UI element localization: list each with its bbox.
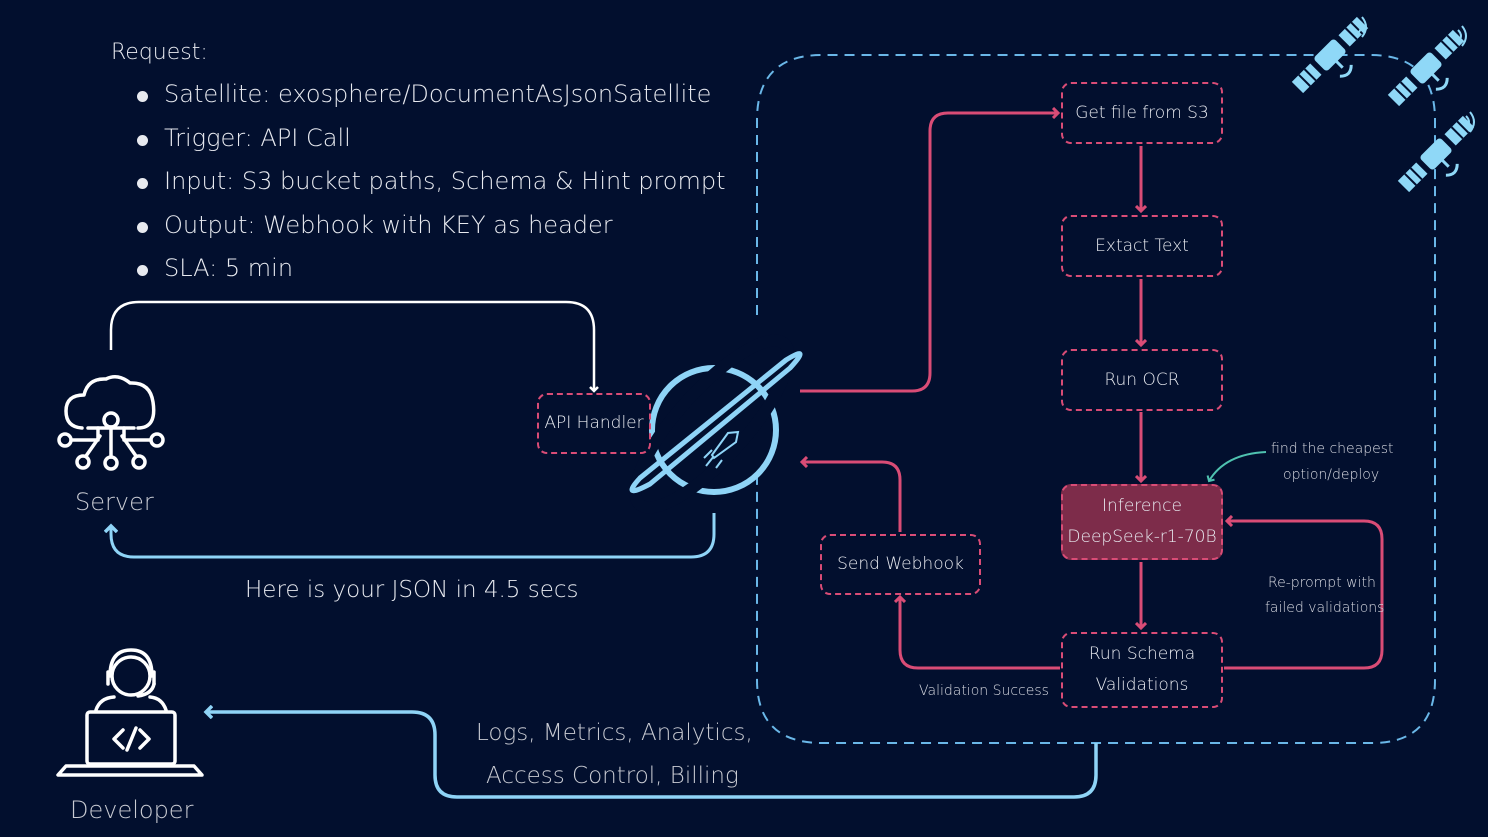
run-ocr-node: Run OCR	[1061, 349, 1223, 411]
request-item-text: Input: S3 bucket paths, Schema & Hint pr…	[164, 167, 726, 195]
inference-label-line1: Inference	[1102, 496, 1182, 516]
request-title: Request:	[111, 40, 208, 65]
request-arrow	[109, 300, 599, 393]
api-handler-node: API Handler	[537, 393, 651, 454]
extract-text-label: Extact Text	[1095, 235, 1189, 256]
run-ocr-label: Run OCR	[1104, 369, 1180, 390]
to-get-file-arrow	[800, 113, 1058, 393]
cloud-network-icon	[57, 375, 165, 471]
cheapest-note-line1: find the cheapest	[1271, 441, 1394, 457]
server-label: Server	[75, 488, 154, 516]
validation-success-arrow	[900, 597, 1060, 670]
satellite-icon	[1291, 16, 1475, 193]
get-file-node: Get file from S3	[1061, 82, 1223, 144]
developer-laptop-icon	[56, 648, 204, 777]
bullet-icon	[137, 178, 148, 189]
webhook-to-logo-arrow	[802, 462, 902, 532]
inference-label-line2: DeepSeek-r1-70B	[1067, 527, 1217, 547]
bullet-icon	[137, 221, 148, 233]
send-webhook-label: Send Webhook	[837, 554, 964, 574]
developer-label: Developer	[70, 796, 194, 824]
cheapest-pointer	[1206, 451, 1267, 483]
cheapest-note-line2: option/deploy	[1283, 467, 1380, 483]
request-item-text: Satellite: exosphere/DocumentAsJsonSatel…	[164, 80, 712, 108]
bullet-icon	[137, 265, 148, 276]
satellite-boundary	[756, 54, 1436, 744]
logs-label-line1: Logs, Metrics, Analytics,	[476, 720, 753, 746]
request-item: SLA: 5 min	[132, 254, 726, 298]
validation-success-label: Validation Success	[919, 683, 1049, 699]
inference-node: Inference DeepSeek-r1-70B	[1061, 484, 1223, 560]
bullet-icon	[137, 134, 148, 146]
response-arrow	[111, 513, 716, 559]
request-item-text: SLA: 5 min	[164, 254, 294, 282]
schema-label-line2: Validations	[1095, 675, 1189, 695]
api-handler-label: API Handler	[544, 413, 644, 433]
request-item-text: Output: Webhook with KEY as header	[164, 210, 613, 239]
reprompt-arrow	[1224, 521, 1384, 670]
logs-label-line2: Access Control, Billing	[486, 763, 739, 789]
exosphere-logo-icon	[629, 334, 803, 514]
bullet-icon	[137, 91, 148, 102]
schema-label-line1: Run Schema	[1088, 644, 1196, 664]
schema-validation-node: Run Schema Validations	[1061, 632, 1223, 708]
json-response-label: Here is your JSON in 4.5 secs	[245, 577, 579, 603]
reprompt-note-line2: failed validations	[1265, 600, 1385, 616]
extract-text-node: Extact Text	[1061, 215, 1223, 277]
get-file-label: Get file from S3	[1075, 102, 1209, 123]
request-item: Satellite: exosphere/DocumentAsJsonSatel…	[132, 80, 726, 124]
request-item: Input: S3 bucket paths, Schema & Hint pr…	[132, 167, 726, 211]
send-webhook-node: Send Webhook	[820, 534, 981, 595]
logs-arrow	[206, 712, 1098, 799]
request-item: Output: Webhook with KEY as header	[132, 211, 726, 255]
request-list: Satellite: exosphere/DocumentAsJsonSatel…	[132, 80, 726, 298]
request-item-text: Trigger: API Call	[164, 123, 351, 152]
request-item: Trigger: API Call	[132, 124, 726, 168]
reprompt-note-line1: Re-prompt with	[1268, 575, 1376, 591]
